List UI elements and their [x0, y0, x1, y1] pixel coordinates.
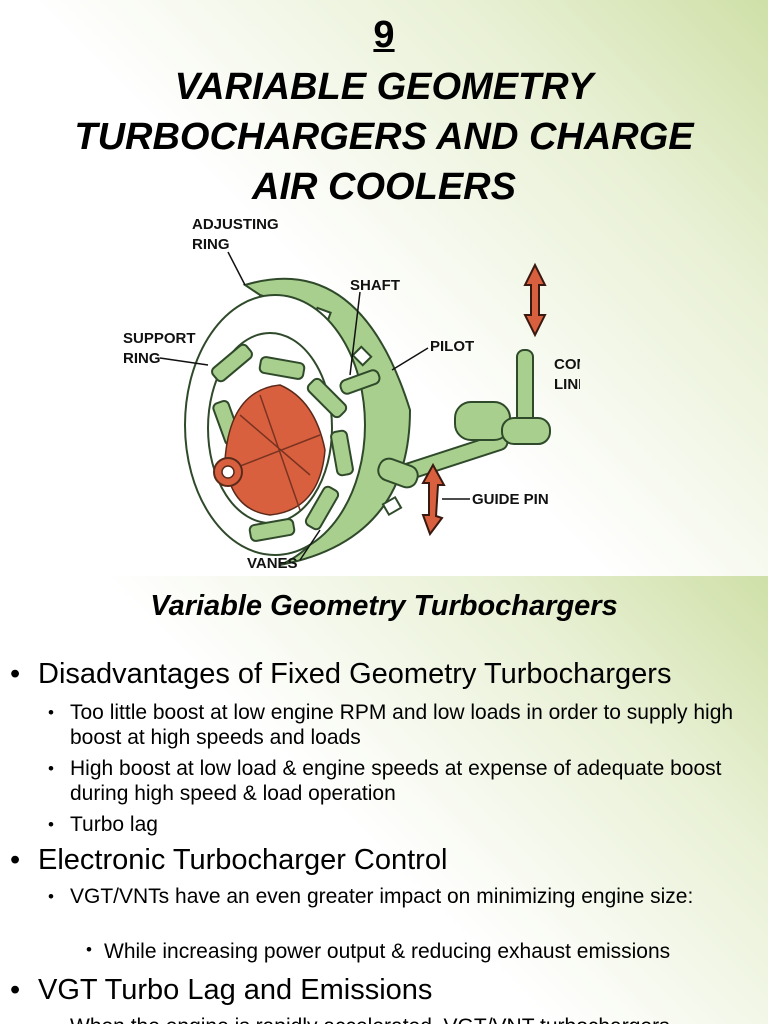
bullet-dot: •	[10, 844, 21, 876]
bullet-text: VGT Turbo Lag and Emissions	[38, 974, 433, 1006]
control-arrow	[523, 262, 547, 338]
slide-1: 9 VARIABLE GEOMETRY TURBOCHARGERS AND CH…	[0, 0, 768, 576]
vanes	[211, 343, 354, 542]
label-support-ring: SUPPORT	[123, 330, 196, 347]
vgt-turbo-diagram: ADJUSTING RING SHAFT SUPPORT RING PILOT …	[123, 216, 580, 572]
label-adjusting-ring: RING	[192, 236, 230, 253]
label-vanes: VANES	[247, 555, 298, 572]
bullet-text: Too little boost at low engine RPM and l…	[70, 701, 734, 749]
bullet-dot: •	[10, 974, 21, 1006]
label-control-linkage: LINKAGE	[554, 376, 580, 393]
slide-2: Variable Geometry Turbochargers • Disadv…	[0, 576, 768, 1024]
label-shaft: SHAFT	[350, 277, 400, 294]
bullet-level3: • While increasing power output & reduci…	[86, 940, 670, 964]
bullet-dot: •	[48, 887, 54, 906]
title-line: VARIABLE GEOMETRY	[174, 66, 594, 108]
bullet-level2: • High boost at low load & engine speeds…	[48, 756, 748, 806]
bullet-level2: • Turbo lag	[48, 812, 748, 837]
bullet-level2: • VGT/VNTs have an even greater impact o…	[48, 884, 748, 909]
bullet-dot: •	[10, 658, 21, 690]
title-line: TURBOCHARGERS AND CHARGE	[74, 116, 694, 158]
slide-title: Variable Geometry Turbochargers	[150, 590, 618, 622]
bullet-dot: •	[48, 703, 54, 722]
label-support-ring: RING	[123, 350, 161, 367]
bullet-text: VGT/VNTs have an even greater impact on …	[70, 885, 694, 908]
turbine-wheel	[224, 384, 326, 516]
bullet-text: Turbo lag	[70, 813, 158, 836]
label-pilot: PILOT	[430, 338, 474, 355]
bullet-level2: • When the engine is rapidly accelerated…	[48, 1014, 768, 1024]
bullet-text: While increasing power output & reducing…	[104, 940, 671, 963]
guide-pin-arrow	[421, 462, 446, 537]
label-guide-pin: GUIDE PIN	[472, 491, 549, 508]
bullet-dot: •	[48, 1014, 54, 1024]
bullet-dot: •	[48, 759, 54, 778]
bullet-text: High boost at low load & engine speeds a…	[70, 757, 722, 805]
bullet-text: When the engine is rapidly accelerated, …	[70, 1014, 768, 1024]
bullet-text: Electronic Turbocharger Control	[38, 844, 448, 876]
bullet-level2: • Too little boost at low engine RPM and…	[48, 700, 748, 750]
chapter-title: VARIABLE GEOMETRY TURBOCHARGERS AND CHAR…	[0, 62, 768, 212]
bullet-dot: •	[86, 940, 92, 959]
label-adjusting-ring: ADJUSTING	[192, 216, 279, 233]
bullet-dot: •	[48, 815, 54, 834]
bullet-text: Disadvantages of Fixed Geometry Turbocha…	[38, 658, 672, 690]
title-line: AIR COOLERS	[252, 166, 516, 208]
chapter-number: 9	[373, 14, 395, 56]
control-shaft	[339, 349, 551, 489]
label-control-linkage: CONTROL	[554, 356, 580, 373]
